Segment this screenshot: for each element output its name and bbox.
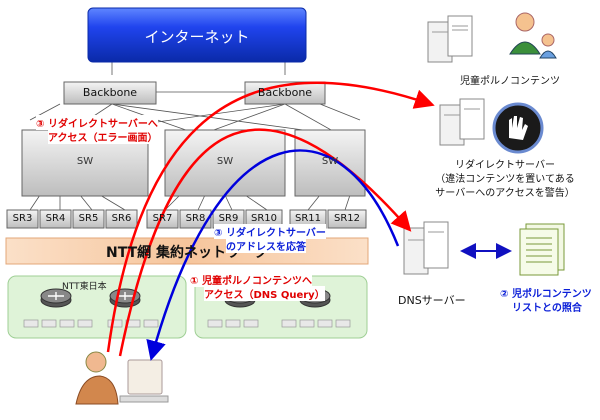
step3-red-label-2: アクセス（エラー画面） — [48, 129, 158, 144]
backbone-box-left — [63, 81, 157, 105]
dns-server-icon — [403, 221, 449, 275]
user-pc-icon — [75, 351, 169, 405]
step2-label-1: ② 児ポルコンテンツ — [500, 289, 592, 300]
sr-label: SR6 — [111, 213, 132, 224]
step3-blue-label-1: ③ リダイレクトサーバー — [214, 224, 326, 239]
sr-label: SR8 — [185, 213, 206, 224]
redirect-server-label-1: リダイレクトサーバー — [455, 160, 555, 171]
step1-label-1: ① 児童ポルノコンテンツへ — [190, 272, 312, 287]
step3-red-label-1: ③ リダイレクトサーバーへ — [36, 115, 158, 130]
switch-label-2: SW — [216, 156, 234, 167]
step2-label-2: リストとの照合 — [512, 303, 582, 314]
backbone-label-left: Backbone — [82, 86, 138, 99]
internet-label: インターネット — [144, 28, 250, 46]
region-label: NTT東日本 — [62, 282, 107, 292]
document-list-icon — [519, 223, 565, 276]
redirect-server-label-2: （違法コンテンツを置いてある — [435, 174, 575, 185]
sr-label: SR5 — [78, 213, 99, 224]
content-server-icon — [427, 15, 473, 63]
sr-label: SR7 — [152, 213, 173, 224]
switch-label-1: SW — [76, 156, 94, 167]
sr-label: SR3 — [12, 213, 33, 224]
backbone-label-right: Backbone — [257, 86, 313, 99]
internet-box — [87, 7, 307, 63]
sr-label: SR12 — [333, 213, 361, 224]
stop-hand-icon — [492, 102, 544, 154]
sr-label: SR11 — [294, 213, 322, 224]
dns-server-label: DNSサーバー — [398, 294, 466, 307]
redirect-server-icon — [439, 98, 485, 146]
content-server-label: 児童ポルノコンテンツ — [460, 76, 560, 87]
step3-blue-label-2: のアドレスを応答 — [226, 238, 306, 253]
router-icon — [40, 288, 72, 308]
backbone-box-right — [244, 81, 326, 105]
step1-label-2: アクセス（DNS Query） — [204, 286, 325, 301]
redirect-server-label-3: サーバーへのアクセスを警告） — [435, 188, 575, 199]
sr-label: SR10 — [250, 213, 278, 224]
sr-label: SR9 — [218, 213, 239, 224]
terminal-devices — [23, 319, 351, 328]
blue-arrow-response — [146, 149, 400, 361]
person-icon — [509, 12, 557, 59]
sr-label: SR4 — [45, 213, 66, 224]
switch-label-3: SW — [321, 156, 339, 167]
ntt-network-label: NTT網 集約ネットワーク — [105, 245, 268, 261]
sr-units — [6, 209, 367, 229]
red-arrow-redirect — [106, 81, 435, 353]
